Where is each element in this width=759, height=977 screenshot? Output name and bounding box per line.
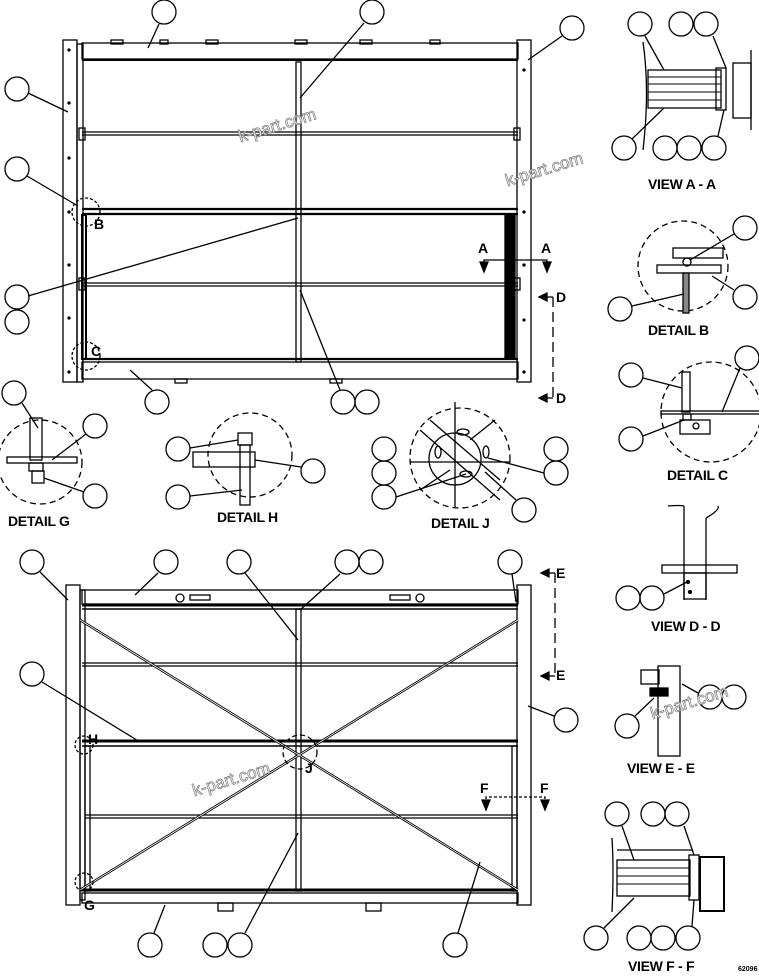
view-f-f-drawing: [583, 801, 725, 951]
view-f-f-title: VIEW F - F: [628, 958, 695, 974]
marker-j: J: [305, 760, 313, 776]
marker-b: B: [94, 216, 105, 232]
marker-a-left: A: [478, 240, 489, 256]
view-a-a-title: VIEW A - A: [648, 176, 716, 192]
main-lower-frame: [65, 567, 556, 912]
view-a-a-drawing: [611, 11, 752, 161]
detail-c-drawing: [618, 345, 759, 463]
marker-h: H: [88, 731, 99, 747]
marker-f-left: F: [480, 780, 489, 796]
detail-g-drawing: [0, 380, 108, 509]
drawing-number: 62096: [738, 966, 758, 973]
main-upper-frame: [62, 39, 554, 404]
marker-d-top: D: [556, 289, 567, 305]
marker-g: G: [84, 897, 95, 913]
detail-j-title: DETAIL J: [431, 515, 490, 531]
detail-g-title: DETAIL G: [8, 513, 70, 529]
detail-b-drawing: [607, 215, 758, 322]
marker-c: C: [91, 343, 102, 359]
marker-f-right: F: [540, 780, 549, 796]
marker-e-top: E: [556, 565, 566, 581]
view-d-d-title: VIEW D - D: [651, 618, 721, 634]
main-lower-callouts: [19, 549, 579, 958]
detail-h-title: DETAIL H: [217, 509, 278, 525]
view-e-e-title: VIEW E - E: [627, 760, 695, 776]
view-e-e-drawing: [614, 665, 747, 757]
detail-c-title: DETAIL C: [667, 467, 728, 483]
detail-b-title: DETAIL B: [648, 322, 709, 338]
detail-j-drawing: [371, 402, 569, 523]
marker-e-bottom: E: [556, 667, 566, 683]
main-upper-callouts: [4, 0, 585, 415]
marker-d-bottom: D: [556, 390, 567, 406]
detail-h-drawing: [165, 412, 326, 510]
view-d-d-drawing: [615, 504, 738, 611]
marker-a-right: A: [541, 240, 552, 256]
